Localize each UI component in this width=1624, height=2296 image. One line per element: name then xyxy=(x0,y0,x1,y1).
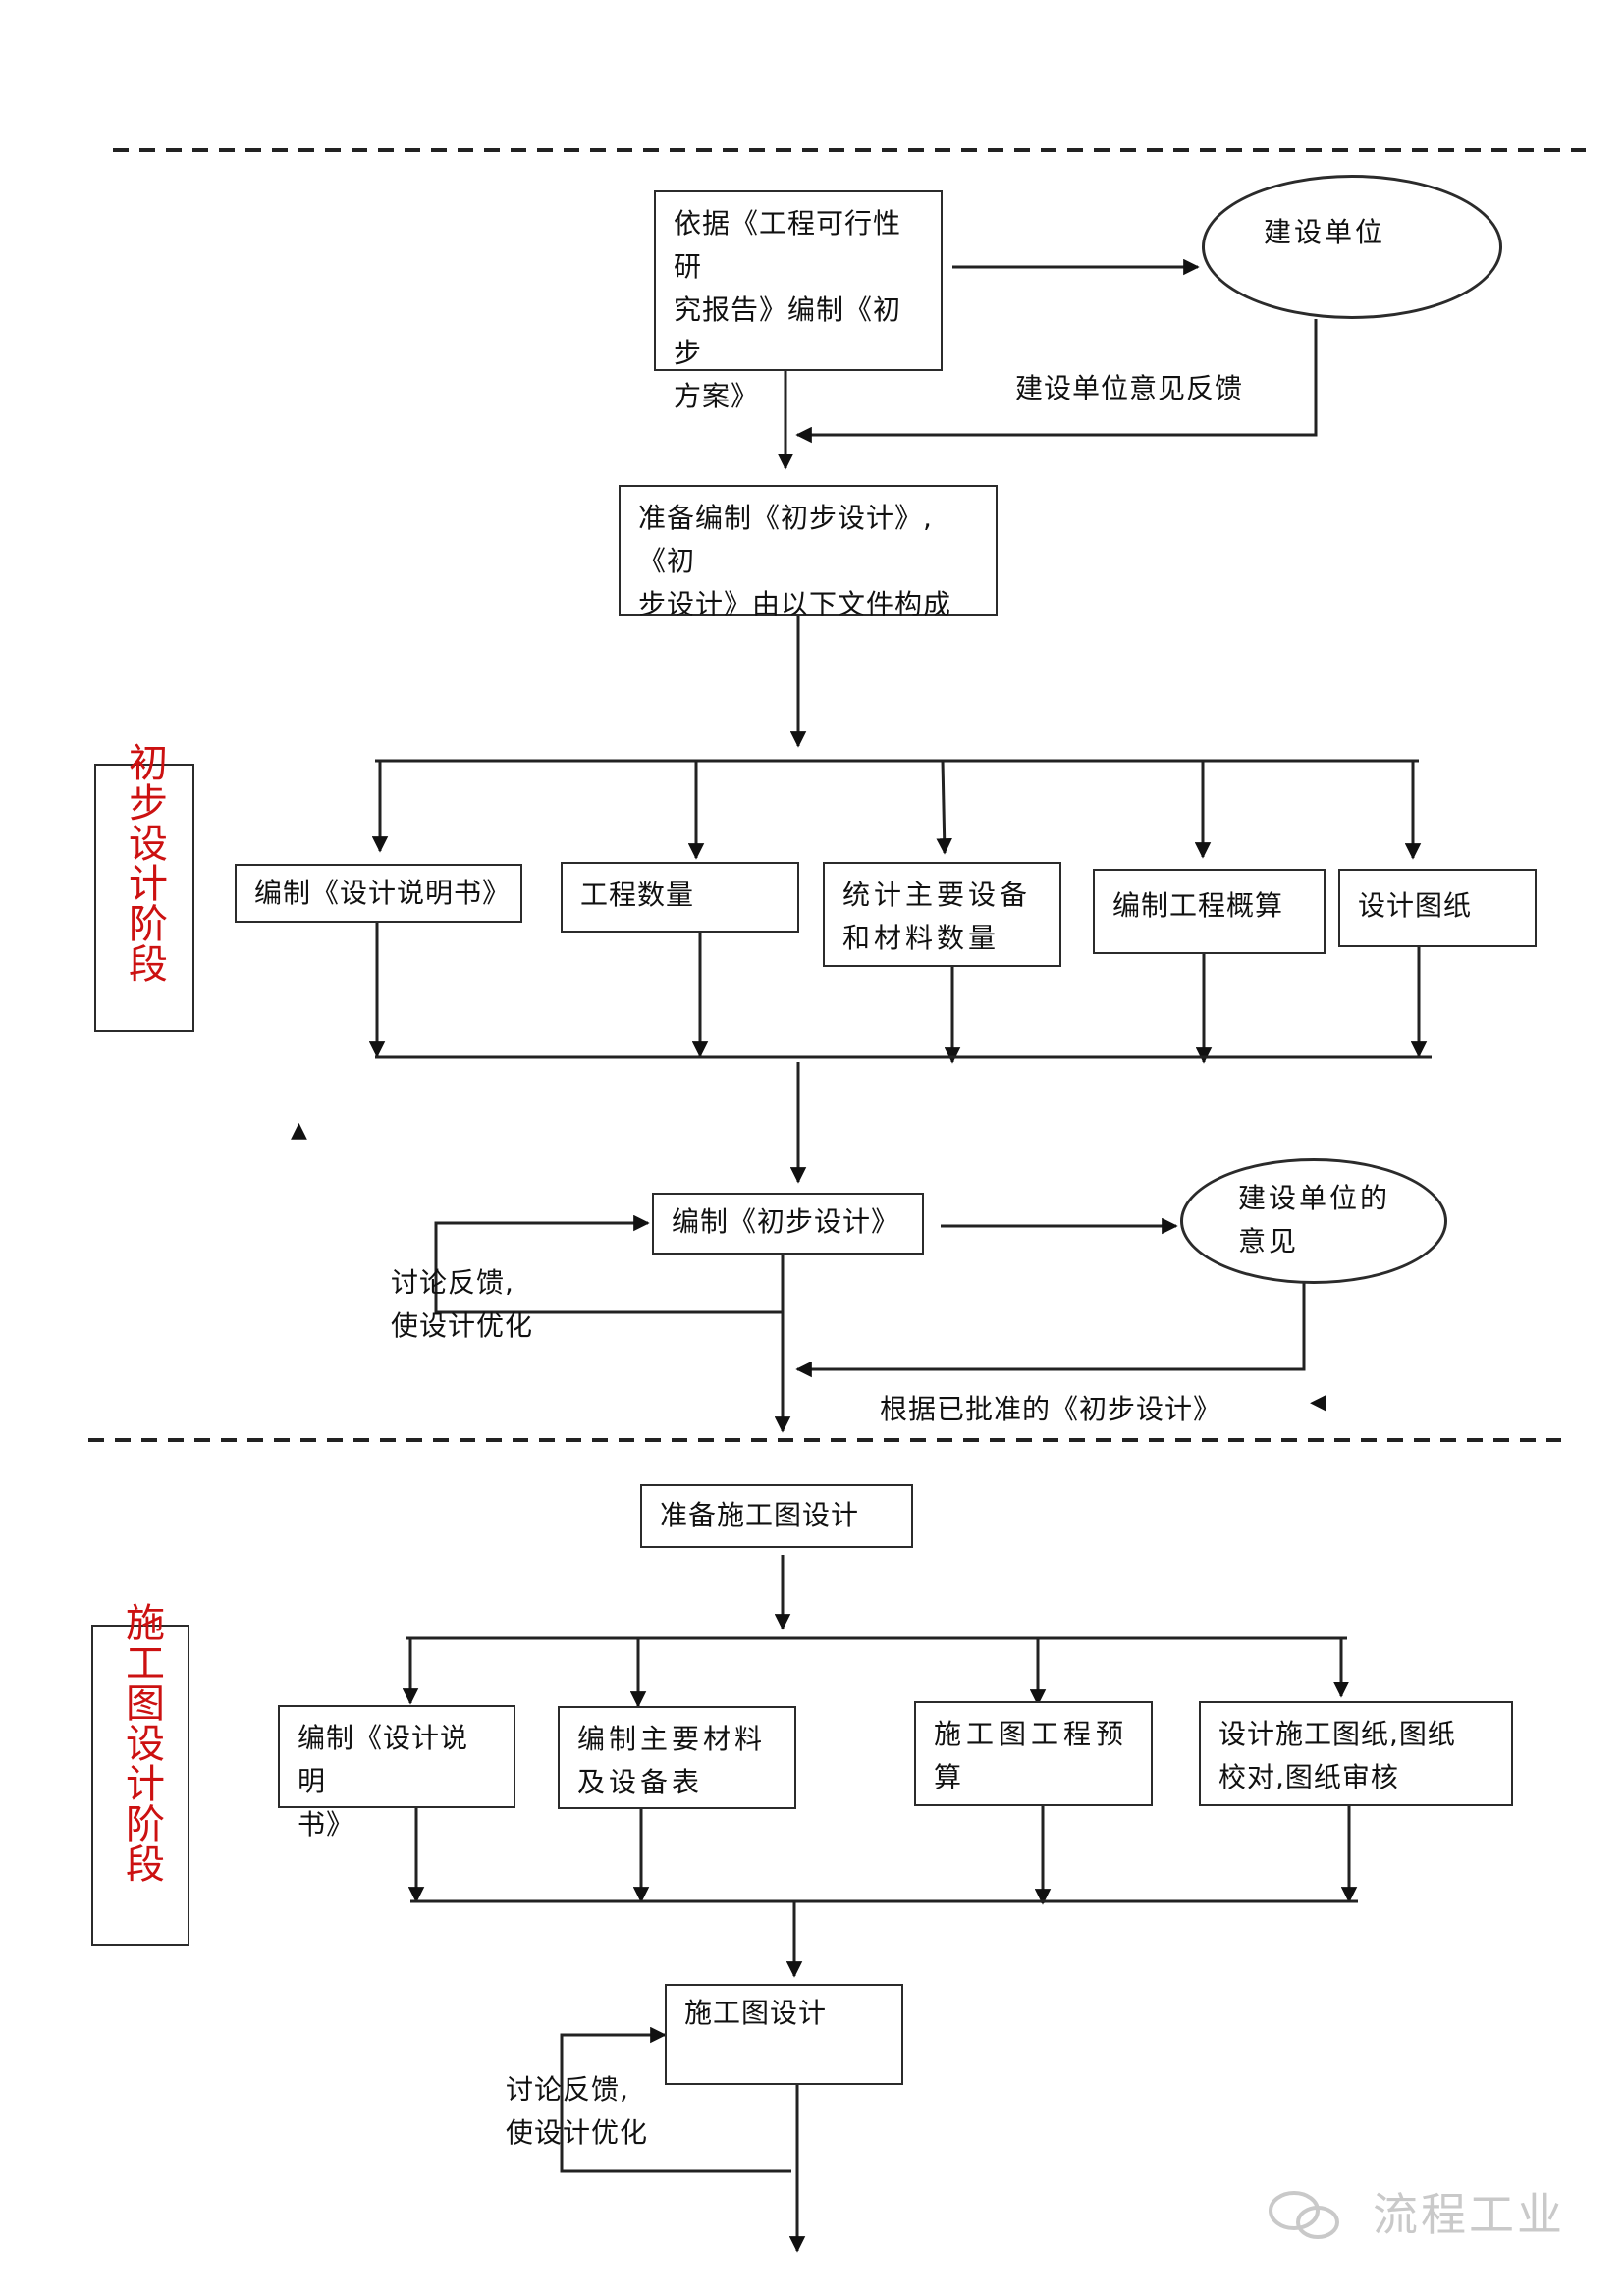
con-doc-box-design-spec: 编制《设计说明 书》 xyxy=(278,1705,515,1841)
doc-box-quantities: 工程数量 xyxy=(561,862,799,933)
discuss-feedback-label-prelim: 讨论反馈, 使设计优化 xyxy=(391,1266,534,1342)
con-doc-box-budget: 施工图工程预 算 xyxy=(914,1701,1153,1806)
client-feedback-label: 建设单位意见反馈 xyxy=(1015,372,1244,404)
compile-prelim-box: 编制《初步设计》 xyxy=(652,1193,924,1255)
triangle-marker-left: ◀ xyxy=(1310,1390,1326,1415)
doc-box-drawings: 设计图纸 xyxy=(1338,869,1537,947)
client-opinion-ellipse: 建设单位的 意见 xyxy=(1180,1158,1447,1284)
discuss-feedback-label-construction: 讨论反馈, 使设计优化 xyxy=(506,2073,649,2149)
stage-label-box-prelim xyxy=(94,764,194,1032)
approved-label: 根据已批准的《初步设计》 xyxy=(880,1393,1222,1425)
client-ellipse: 建设单位 xyxy=(1202,175,1502,319)
con-doc-box-drawings: 设计施工图纸,图纸 校对,图纸审核 xyxy=(1199,1701,1513,1806)
client-feedback-line xyxy=(795,319,1318,444)
doc-box-equipment: 统计主要设备 和材料数量 xyxy=(823,862,1061,967)
wechat-icon xyxy=(1269,2191,1339,2239)
doc-box-estimate: 编制工程概算 xyxy=(1093,869,1326,954)
stage-label-construction: 施工图设计阶段 xyxy=(126,1601,165,1888)
prepare-construction-box: 准备施工图设计 xyxy=(640,1484,913,1548)
prepare-prelim-box: 准备编制《初步设计》,《初 步设计》由以下文件构成 xyxy=(619,485,998,620)
triangle-marker: ▲ xyxy=(291,1118,307,1143)
client-label: 建设单位 xyxy=(1264,216,1386,248)
stage-label-prelim: 初步设计阶段 xyxy=(129,741,168,988)
client-opinion-label: 建设单位的 意见 xyxy=(1238,1182,1391,1257)
doc-box-design-spec: 编制《设计说明书》 xyxy=(235,864,522,923)
construction-design-box: 施工图设计 xyxy=(665,1984,903,2085)
con-doc-box-materials: 编制主要材料 及设备表 xyxy=(558,1706,796,1809)
watermark-text: 流程工业 xyxy=(1373,2188,1565,2241)
stage-label-box-construction xyxy=(91,1625,189,1946)
start-box: 依据《工程可行性研 究报告》编制《初步 方案》 xyxy=(654,190,943,412)
